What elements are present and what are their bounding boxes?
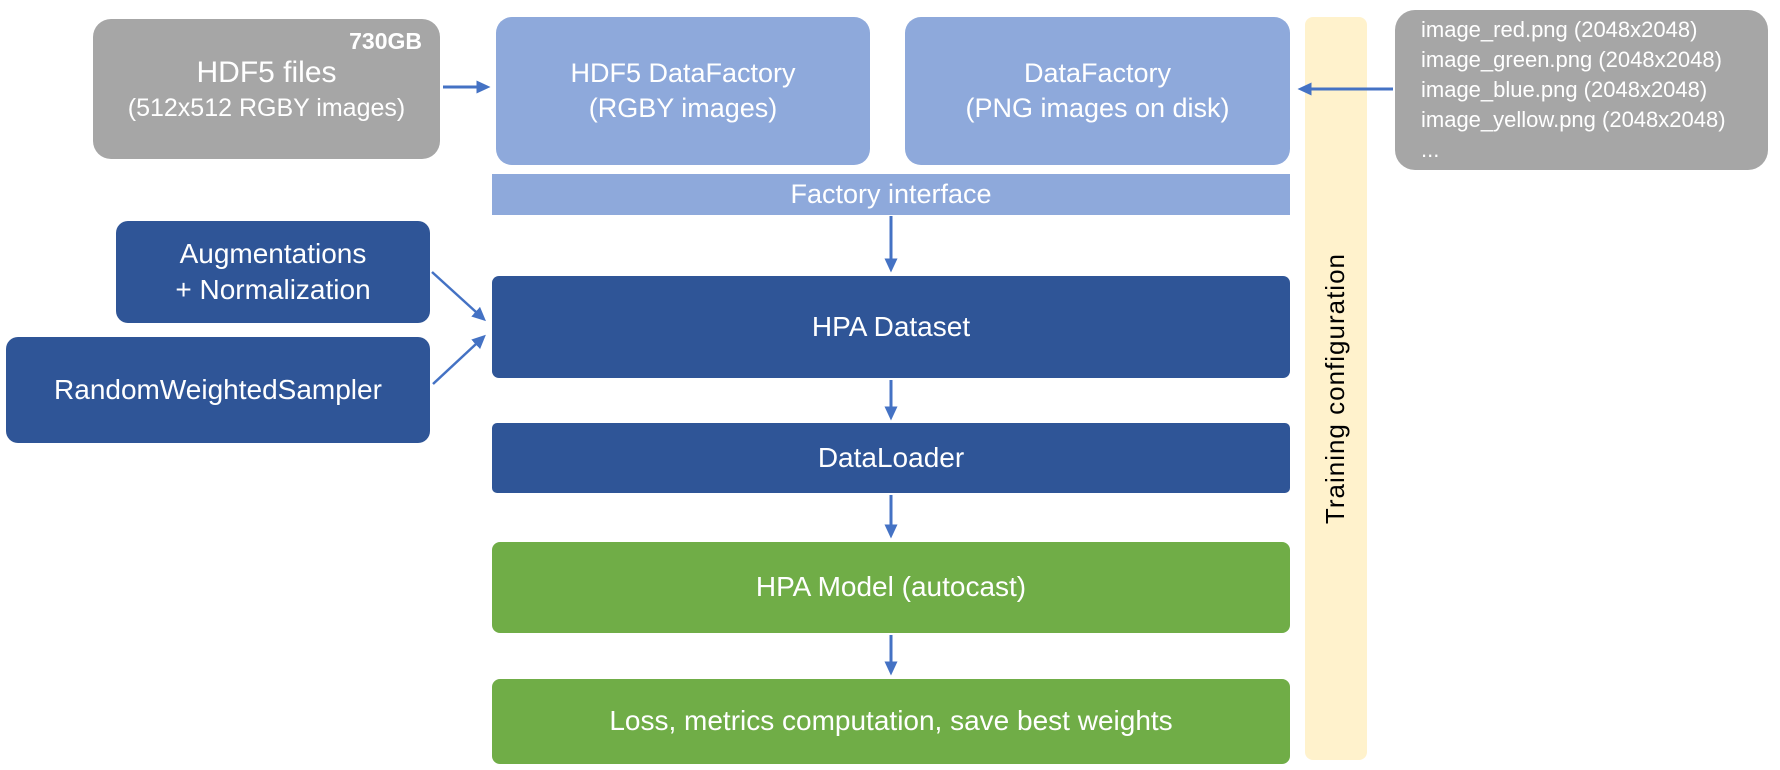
loss-metrics-bar: Loss, metrics computation, save best wei…: [492, 679, 1290, 764]
sampler-label: RandomWeightedSampler: [54, 373, 382, 405]
datafactory-title: DataFactory: [1023, 57, 1172, 88]
hpa-dataset-bar: HPA Dataset: [492, 276, 1290, 378]
datafactory-subtitle: (PNG images on disk): [965, 93, 1230, 123]
png-file-item: image_yellow.png (2048x2048): [1421, 107, 1726, 132]
hdf5-files-box: 730GB HDF5 files (512x512 RGBY images): [93, 19, 440, 159]
png-files-box: image_red.png (2048x2048) image_green.pn…: [1395, 10, 1768, 170]
hpa-dataset-label: HPA Dataset: [811, 310, 971, 342]
hpa-model-bar: HPA Model (autocast): [492, 542, 1290, 633]
png-file-item: image_red.png (2048x2048): [1421, 17, 1698, 42]
size-badge: 730GB: [349, 28, 422, 54]
augmentations-line2: + Normalization: [175, 274, 371, 305]
hdf5-datafactory-box: HDF5 DataFactory (RGBY images): [496, 17, 870, 165]
hdf5-datafactory-subtitle: (RGBY images): [588, 93, 778, 123]
training-configuration-band: Training configuration: [1305, 17, 1367, 760]
png-file-ellipsis: ...: [1421, 137, 1440, 162]
hpa-model-label: HPA Model (autocast): [755, 571, 1027, 603]
arrow-augmentations-to-dataset: [431, 271, 486, 322]
hdf5-files-subtitle: (512x512 RGBY images): [127, 94, 406, 123]
png-file-item: image_blue.png (2048x2048): [1421, 77, 1708, 102]
png-file-item: image_green.png (2048x2048): [1421, 47, 1722, 72]
augmentations-box: Augmentations + Normalization: [116, 221, 430, 323]
augmentations-line1: Augmentations: [179, 237, 367, 269]
datafactory-box: DataFactory (PNG images on disk): [905, 17, 1290, 165]
hdf5-files-title: HDF5 files: [196, 56, 337, 90]
factory-interface-label: Factory interface: [790, 178, 992, 209]
random-weighted-sampler-box: RandomWeightedSampler: [6, 337, 430, 443]
arrow-sampler-to-dataset: [432, 334, 486, 385]
hdf5-datafactory-title: HDF5 DataFactory: [570, 57, 796, 88]
dataloader-label: DataLoader: [817, 441, 965, 473]
training-configuration-label: Training configuration: [1320, 252, 1351, 525]
loss-metrics-label: Loss, metrics computation, save best wei…: [609, 705, 1173, 737]
factory-interface-bar: Factory interface: [492, 174, 1290, 215]
dataloader-bar: DataLoader: [492, 423, 1290, 493]
